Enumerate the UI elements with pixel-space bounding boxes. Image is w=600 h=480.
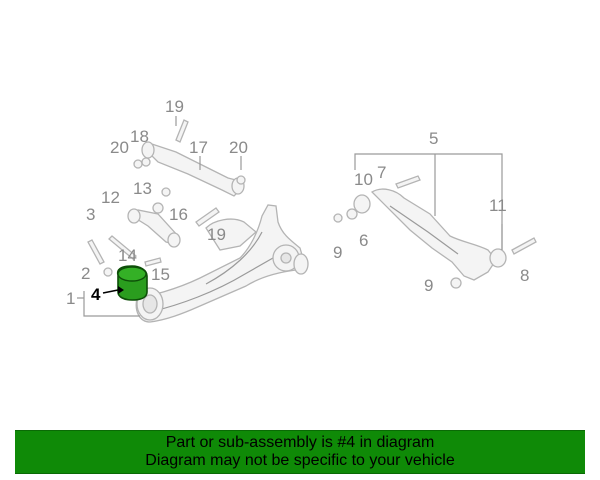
bushing-part-4-face xyxy=(117,266,147,282)
leader-5 xyxy=(354,153,503,250)
bolt-8 xyxy=(511,237,537,255)
callout-14: 14 xyxy=(118,246,137,265)
lower-arm xyxy=(370,188,497,281)
callout-20b: 20 xyxy=(229,138,248,157)
banner-line-disclaimer: Diagram may not be specific to your vehi… xyxy=(145,452,455,469)
callout-13: 13 xyxy=(133,179,152,198)
bolt-19b xyxy=(195,207,220,227)
washer-18 xyxy=(141,157,151,167)
callout-20a: 20 xyxy=(110,138,129,157)
callout-18: 18 xyxy=(130,127,149,146)
lower-arm-rib xyxy=(389,205,459,255)
nut-6 xyxy=(346,208,358,220)
callout-6: 6 xyxy=(359,231,368,250)
callout-12: 12 xyxy=(101,188,120,207)
front-bushing-hole xyxy=(142,294,158,314)
bolt-14 xyxy=(108,235,137,260)
callout-2: 2 xyxy=(81,264,90,283)
callout-3: 3 xyxy=(86,205,95,224)
bolt-7 xyxy=(395,175,421,189)
callout-10: 10 xyxy=(354,170,373,189)
callout-4: 4 xyxy=(91,285,101,304)
callout-17: 17 xyxy=(189,138,208,157)
washer-20b xyxy=(236,175,246,185)
washer-20a xyxy=(133,159,143,169)
lower-arm-bushing-left xyxy=(353,194,371,214)
washer-9a xyxy=(333,213,343,223)
nut-16 xyxy=(152,202,164,214)
callout-5: 5 xyxy=(429,129,438,148)
leader-4-arrow xyxy=(102,289,119,294)
callout-9a: 9 xyxy=(333,243,342,262)
hub-stub xyxy=(293,253,309,275)
leader-1 xyxy=(77,291,140,317)
lower-arm-bushing-right xyxy=(489,248,507,268)
hub-bolt-hole xyxy=(280,252,292,264)
callout-15: 15 xyxy=(151,265,170,284)
spring-seat xyxy=(205,218,258,251)
trailing-arm xyxy=(135,204,305,323)
callout-11: 11 xyxy=(489,196,507,215)
washer-2 xyxy=(103,267,113,277)
callout-7: 7 xyxy=(377,163,386,182)
callout-19a: 19 xyxy=(165,97,184,116)
callout-9b: 9 xyxy=(424,276,433,295)
bolt-3 xyxy=(87,239,105,265)
leader-4-arrowhead xyxy=(118,286,124,294)
bolt-19a xyxy=(175,119,189,143)
callout-19b: 19 xyxy=(207,225,226,244)
callout-16: 16 xyxy=(169,205,188,224)
lateral-link-eye-b xyxy=(167,232,181,248)
trailing-arm-upper-rib xyxy=(205,231,263,285)
nut-13 xyxy=(161,187,171,197)
nut-9b xyxy=(450,277,462,289)
banner-line-part: Part or sub-assembly is #4 in diagram xyxy=(165,434,435,451)
lateral-link-eye-a xyxy=(127,208,141,224)
info-banner: Part or sub-assembly is #4 in diagram Di… xyxy=(15,430,585,474)
callout-1: 1 xyxy=(66,289,75,308)
callout-8: 8 xyxy=(520,266,529,285)
bolt-15 xyxy=(144,257,162,267)
